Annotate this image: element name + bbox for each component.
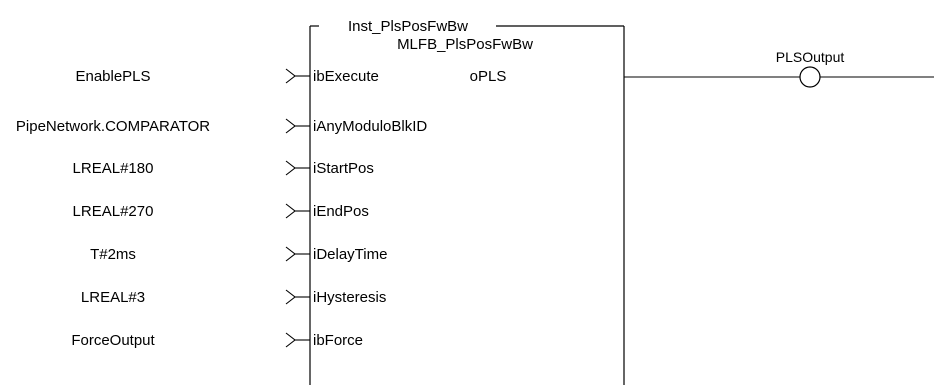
input-pin-label: iAnyModuloBlkID xyxy=(313,118,427,135)
input-pin-label: iStartPos xyxy=(313,160,374,177)
input-variable-label[interactable]: LREAL#3 xyxy=(81,289,145,306)
input-pin-label: ibExecute xyxy=(313,68,379,85)
input-connection[interactable]: EnablePLS ibExecute xyxy=(75,68,378,85)
input-pin-label: iHysteresis xyxy=(313,289,386,306)
input-pin-label: ibForce xyxy=(313,332,363,349)
input-variable-label[interactable]: LREAL#180 xyxy=(73,160,154,177)
input-connection[interactable]: ForceOutput ibForce xyxy=(71,332,363,349)
input-pin-arrow-icon xyxy=(285,118,296,134)
input-variable-label[interactable]: PipeNetwork.COMPARATOR xyxy=(16,118,210,135)
inputs-layer: EnablePLS ibExecute PipeNetwork.COMPARAT… xyxy=(16,68,427,349)
output-coil-variable-label[interactable]: PLSOutput xyxy=(776,49,845,65)
input-variable-label[interactable]: ForceOutput xyxy=(71,332,155,349)
input-connection[interactable]: LREAL#180 iStartPos xyxy=(73,160,374,177)
input-connection[interactable]: PipeNetwork.COMPARATOR iAnyModuloBlkID xyxy=(16,118,427,135)
input-pin-arrow-icon xyxy=(285,203,296,219)
input-connection[interactable]: T#2ms iDelayTime xyxy=(90,246,387,263)
input-pin-arrow-icon xyxy=(285,332,296,348)
input-pin-arrow-icon xyxy=(285,246,296,262)
function-block[interactable]: Inst_PlsPosFwBw MLFB_PlsPosFwBw xyxy=(309,18,625,385)
input-variable-label[interactable]: LREAL#270 xyxy=(73,203,154,220)
coil-icon[interactable] xyxy=(799,66,821,88)
input-pin-arrow-icon xyxy=(285,68,296,84)
input-pin-arrow-icon xyxy=(285,160,296,176)
input-connection[interactable]: LREAL#3 iHysteresis xyxy=(81,289,386,306)
input-variable-label[interactable]: T#2ms xyxy=(90,246,136,263)
input-connection[interactable]: LREAL#270 iEndPos xyxy=(73,203,369,220)
block-instance-name[interactable]: Inst_PlsPosFwBw xyxy=(348,18,468,35)
input-pin-label: iEndPos xyxy=(313,203,369,220)
block-type-name: MLFB_PlsPosFwBw xyxy=(397,36,533,53)
output-pin-label: oPLS xyxy=(470,68,507,85)
output-connection[interactable]: oPLS PLSOutput xyxy=(470,49,934,88)
input-pin-label: iDelayTime xyxy=(313,246,387,263)
input-variable-label[interactable]: EnablePLS xyxy=(75,68,150,85)
input-pin-arrow-icon xyxy=(285,289,296,305)
